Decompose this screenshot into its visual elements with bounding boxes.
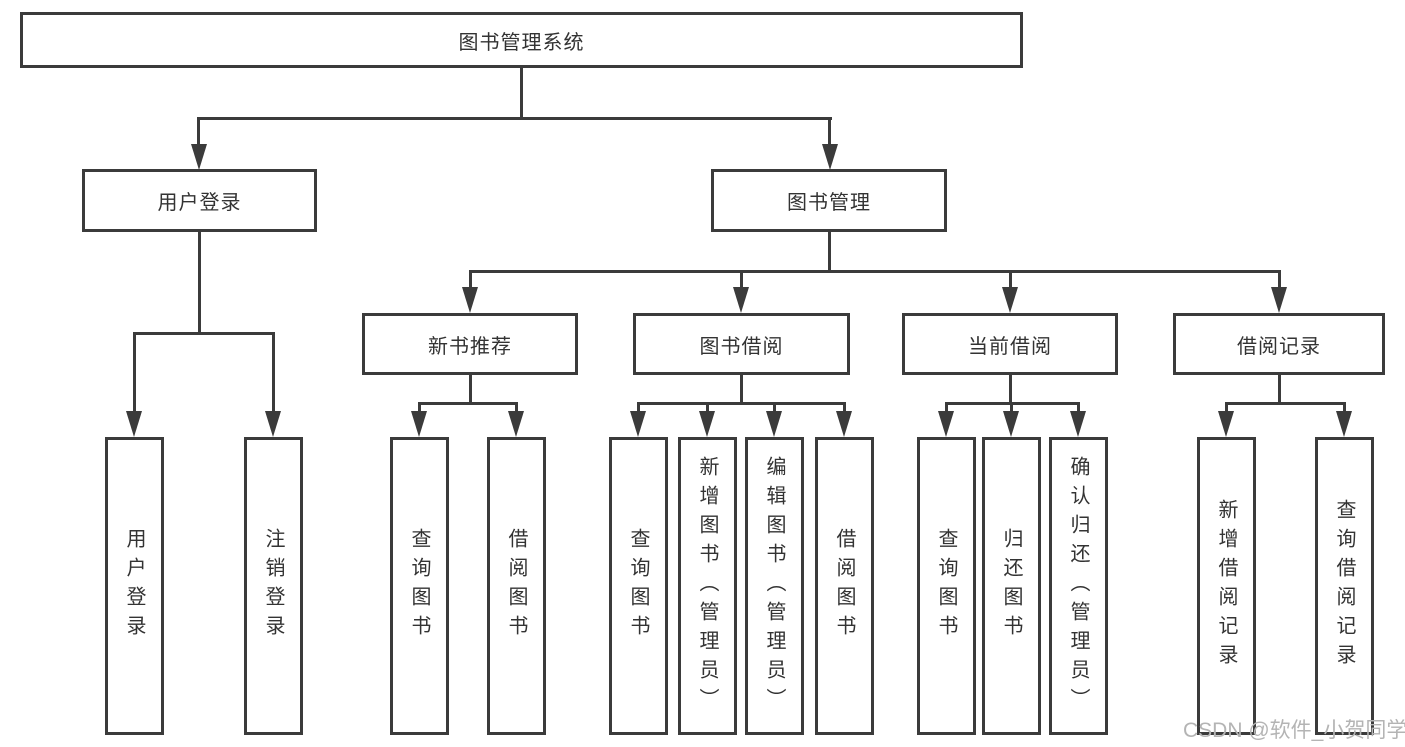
node-label: 借阅图书 xyxy=(505,528,527,644)
arrow-down-icon xyxy=(938,411,954,437)
node-label: 查询图书 xyxy=(627,528,649,644)
connector-segment xyxy=(272,332,275,412)
node-label: 图书借阅 xyxy=(699,335,784,358)
arrow-down-icon xyxy=(766,411,782,437)
node-label: 查询图书 xyxy=(935,528,957,644)
connector-segment xyxy=(1077,402,1080,412)
node-current-borrowing: 当前借阅 xyxy=(902,313,1118,375)
connector-segment xyxy=(1225,402,1346,405)
node-new-book-recommendation: 新书推荐 xyxy=(362,313,578,375)
csdn-watermark: CSDN @软件_小贺同学 xyxy=(1183,719,1405,742)
connector-segment xyxy=(740,270,743,288)
arrow-down-icon xyxy=(191,144,207,170)
node-query-books-current: 查询图书 xyxy=(917,437,976,735)
connector-segment xyxy=(828,232,831,273)
node-edit-books-admin: 编辑图书（管理员） xyxy=(745,437,804,735)
connector-segment xyxy=(706,402,709,412)
node-query-borrow-record: 查询借阅记录 xyxy=(1315,437,1374,735)
connector-segment xyxy=(418,402,518,405)
connector-segment xyxy=(773,402,776,412)
connector-segment xyxy=(133,332,275,335)
arrow-down-icon xyxy=(1271,287,1287,313)
connector-segment xyxy=(515,402,518,412)
connector-segment xyxy=(828,117,831,147)
node-label: 归还图书 xyxy=(1000,528,1022,644)
node-label: 确认归还（管理员） xyxy=(1067,455,1089,717)
arrow-down-icon xyxy=(265,411,281,437)
node-book-borrowing: 图书借阅 xyxy=(633,313,850,375)
node-library-management-system: 图书管理系统 xyxy=(20,12,1023,68)
connector-segment xyxy=(945,402,948,412)
connector-segment xyxy=(469,270,472,288)
connector-segment xyxy=(469,270,1281,273)
node-label: 编辑图书（管理员） xyxy=(763,455,785,717)
connector-segment xyxy=(1010,402,1013,412)
node-label: 新增图书（管理员） xyxy=(696,455,718,717)
connector-segment xyxy=(637,402,640,412)
connector-segment xyxy=(469,375,472,405)
arrow-down-icon xyxy=(822,144,838,170)
node-borrow-books-recommend: 借阅图书 xyxy=(487,437,546,735)
connector-segment xyxy=(1009,375,1012,405)
connector-segment xyxy=(1225,402,1228,412)
node-label: 查询借阅记录 xyxy=(1333,499,1355,673)
connector-segment xyxy=(198,117,832,120)
arrow-down-icon xyxy=(836,411,852,437)
node-query-books-recommend: 查询图书 xyxy=(390,437,449,735)
node-query-books-borrow: 查询图书 xyxy=(609,437,668,735)
node-label: 当前借阅 xyxy=(968,335,1052,358)
arrow-down-icon xyxy=(508,411,524,437)
node-label: 新增借阅记录 xyxy=(1215,499,1237,673)
node-label: 新书推荐 xyxy=(428,335,512,358)
node-book-management: 图书管理 xyxy=(711,169,947,232)
connector-segment xyxy=(843,402,846,412)
arrow-down-icon xyxy=(126,411,142,437)
arrow-down-icon xyxy=(1070,411,1086,437)
connector-segment xyxy=(1009,270,1012,288)
arrow-down-icon xyxy=(1218,411,1234,437)
node-add-borrow-record: 新增借阅记录 xyxy=(1197,437,1256,735)
connector-segment xyxy=(418,402,421,412)
node-label: 注销登录 xyxy=(262,528,284,644)
connector-segment xyxy=(740,375,743,405)
arrow-down-icon xyxy=(1003,411,1019,437)
node-label: 用户登录 xyxy=(157,192,242,214)
arrow-down-icon xyxy=(462,287,478,313)
node-add-books-admin: 新增图书（管理员） xyxy=(678,437,737,735)
arrow-down-icon xyxy=(630,411,646,437)
arrow-down-icon xyxy=(733,287,749,313)
connector-segment xyxy=(1278,270,1281,288)
node-user-login-action: 用户登录 xyxy=(105,437,164,735)
node-borrow-books: 借阅图书 xyxy=(815,437,874,735)
node-label: 查询图书 xyxy=(408,528,430,644)
arrow-down-icon xyxy=(411,411,427,437)
node-label: 图书管理系统 xyxy=(458,31,585,54)
connector-segment xyxy=(520,68,523,120)
arrow-down-icon xyxy=(699,411,715,437)
node-label: 图书管理 xyxy=(787,192,871,214)
node-confirm-return-admin: 确认归还（管理员） xyxy=(1049,437,1108,735)
node-label: 借阅图书 xyxy=(833,528,855,644)
node-user-login: 用户登录 xyxy=(82,169,317,232)
node-label: 借阅记录 xyxy=(1237,335,1321,358)
connector-segment xyxy=(1278,375,1281,405)
arrow-down-icon xyxy=(1336,411,1352,437)
node-logout-action: 注销登录 xyxy=(244,437,303,735)
connector-segment xyxy=(133,332,136,412)
node-borrowing-records: 借阅记录 xyxy=(1173,313,1385,375)
connector-segment xyxy=(198,232,201,335)
arrow-down-icon xyxy=(1002,287,1018,313)
node-label: 用户登录 xyxy=(123,528,145,644)
node-return-books: 归还图书 xyxy=(982,437,1041,735)
connector-segment xyxy=(637,402,846,405)
connector-segment xyxy=(197,117,200,147)
connector-segment xyxy=(1343,402,1346,412)
